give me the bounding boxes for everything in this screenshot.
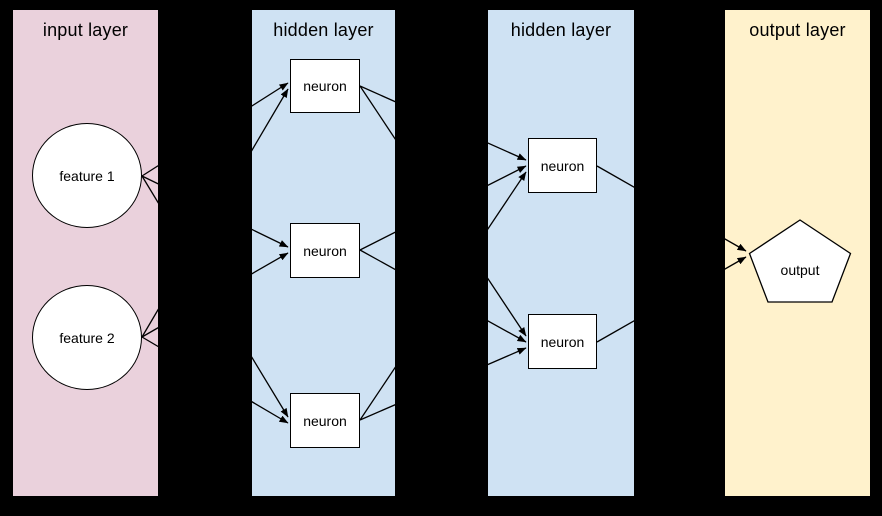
node-h1-neuron-2: neuron (290, 223, 360, 278)
node-h1-neuron-1: neuron (290, 59, 360, 113)
pentagon-shape (748, 219, 852, 303)
layer-title-hidden-2: hidden layer (510, 20, 612, 40)
layer-title-input: input layer (42, 20, 129, 40)
node-label-output: output (780, 262, 820, 278)
node-label-h2-neuron-2: neuron (540, 333, 585, 350)
node-label-h1-neuron-2: neuron (303, 242, 347, 259)
node-label-feature-1: feature 1 (59, 167, 115, 184)
node-feature-2: feature 2 (32, 285, 142, 390)
node-label-h1-neuron-3: neuron (303, 412, 347, 429)
node-h2-neuron-2: neuron (528, 314, 597, 369)
layer-panel-input: input layer (13, 10, 158, 496)
node-feature-1: feature 1 (32, 123, 142, 228)
node-output: output (748, 218, 852, 304)
layer-title-output: output layer (749, 20, 846, 40)
node-label-feature-2: feature 2 (59, 329, 115, 346)
layer-panel-hidden-2: hidden layer (488, 10, 634, 496)
node-h1-neuron-3: neuron (290, 393, 360, 448)
node-label-h2-neuron-1: neuron (540, 157, 585, 174)
node-label-h1-neuron-1: neuron (303, 78, 347, 94)
layer-title-hidden-1: hidden layer (273, 20, 374, 40)
node-h2-neuron-1: neuron (528, 138, 597, 193)
